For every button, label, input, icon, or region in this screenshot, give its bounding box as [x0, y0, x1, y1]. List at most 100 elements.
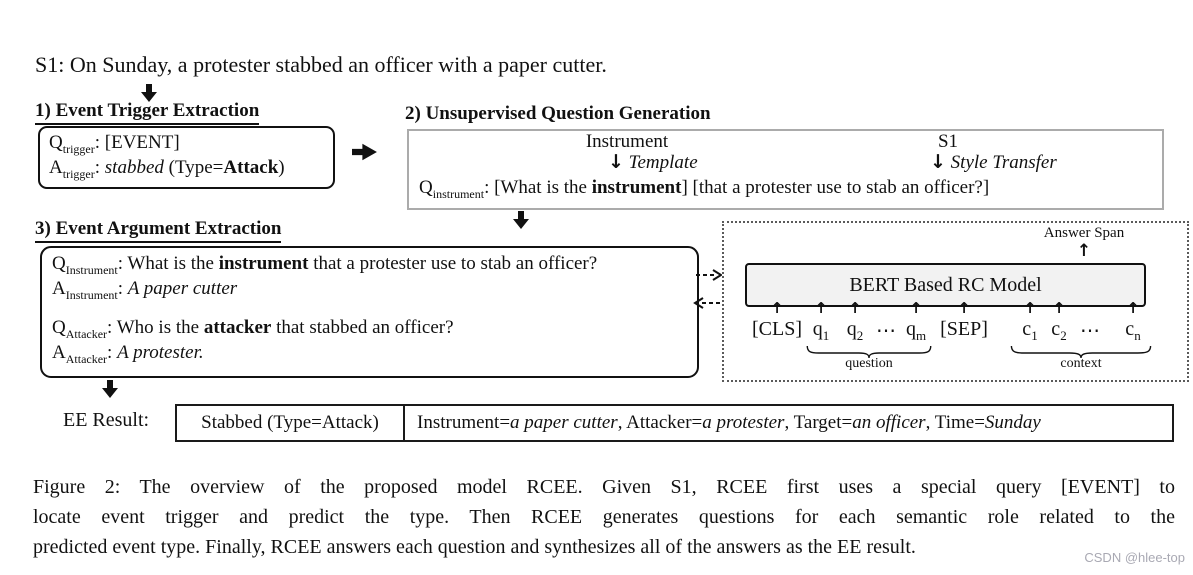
a2-sub: Attacker	[65, 351, 108, 366]
flow-arrow-down-icon	[141, 84, 157, 102]
token-qm: qm	[906, 318, 927, 343]
answer-span-label: Answer Span	[1043, 225, 1125, 241]
instrument-role-label: Instrument	[585, 131, 669, 152]
q-instrument-sub: instrument	[432, 186, 485, 201]
q1-post: that a protester use to stab an officer?	[308, 253, 598, 274]
a-trigger-type-close: )	[278, 157, 285, 178]
token-sub: 1	[822, 328, 830, 343]
ee-result-label: EE Result:	[63, 409, 150, 431]
flow-arrow-down-icon	[102, 380, 118, 398]
a-trigger-type-open: (Type=	[163, 157, 224, 178]
context-brace-label: context	[1060, 356, 1102, 371]
context-underbrace	[1010, 345, 1152, 359]
q2-role: attacker	[203, 317, 272, 338]
step3-heading: 3) Event Argument Extraction	[35, 218, 282, 243]
s1-ref-label: S1	[937, 131, 959, 152]
q-instrument-colon: :	[484, 177, 495, 198]
ee-key-instrument: Instrument=	[417, 412, 511, 433]
question-brace-label: question	[845, 356, 893, 371]
answer-span-arrow-icon: ↑	[1076, 241, 1092, 261]
a2-base: A	[52, 342, 66, 363]
token-text: ⋯	[1080, 320, 1100, 342]
token-text: q	[812, 318, 823, 340]
ee-sep: ,	[925, 412, 935, 433]
a-trigger-answer: stabbed	[104, 157, 164, 178]
a1-sub: Instrument	[65, 287, 118, 302]
step1-heading: 1) Event Trigger Extraction	[35, 100, 260, 125]
token-text: q	[846, 318, 857, 340]
q-trigger-value: : [EVENT]	[94, 132, 180, 153]
q-instrument-base: Q	[419, 177, 433, 198]
a-instrument-line: AInstrument: A paper cutter	[52, 278, 697, 302]
q2-pre: : Who is the	[107, 317, 204, 338]
q-template-part-open: [What is the	[494, 177, 592, 198]
caption-line-3: predicted event type. Finally, RCEE answ…	[33, 536, 916, 558]
token-text: c	[1051, 318, 1061, 340]
caption-line-1: Figure 2: The overview of the proposed m…	[33, 476, 1175, 498]
token-arrow-icon: ↑	[1126, 299, 1140, 317]
token-text: ⋯	[876, 320, 896, 342]
ee-val-instrument: a paper cutter	[510, 412, 618, 433]
token-sub: 1	[1031, 328, 1038, 343]
question-generation-box	[407, 129, 1164, 210]
caption-line-2: locate event trigger and predict the typ…	[33, 506, 1175, 528]
a-trigger-colon: :	[94, 157, 105, 178]
q1-pre: : What is the	[117, 253, 219, 274]
q1-role: instrument	[218, 253, 309, 274]
ee-trigger-cell: Stabbed (Type=Attack)	[177, 406, 405, 440]
token-q1: q1	[812, 318, 830, 343]
template-arrow-icon: ↓	[608, 151, 624, 173]
dashed-arrow-left-icon	[693, 297, 720, 309]
a1-answer: A paper cutter	[127, 278, 238, 299]
token-arrow-icon: ↑	[957, 299, 971, 317]
style-transfer-label: Style Transfer	[950, 152, 1057, 173]
argument-extraction-box: QInstrument: What is the instrument that…	[40, 246, 699, 378]
ee-key-target: Target=	[793, 412, 853, 433]
ee-val-time: Sunday	[984, 412, 1041, 433]
a-trigger-type: Attack	[223, 157, 279, 178]
token-cn: cn	[1125, 318, 1141, 343]
ee-val-target: an officer	[852, 412, 926, 433]
token-q2: q2	[846, 318, 864, 343]
step2-heading: 2) Unsupervised Question Generation	[405, 103, 711, 124]
token-cls: [CLS]	[752, 318, 802, 341]
template-step: ↓ Template	[608, 151, 698, 174]
q1-base: Q	[52, 253, 66, 274]
dashed-arrow-right-icon	[696, 269, 723, 281]
token-arrow-icon: ↑	[814, 299, 828, 317]
token-sub: 2	[856, 328, 864, 343]
token-sub: m	[915, 328, 927, 343]
figure-caption: Figure 2: The overview of the proposed m…	[33, 472, 1175, 562]
token-arrow-icon: ↑	[1023, 299, 1037, 317]
ee-args-text: Instrument=a paper cutter, Attacker=a pr…	[417, 412, 1041, 434]
watermark: CSDN @hlee-top	[1084, 550, 1185, 565]
ee-sep: ,	[784, 412, 794, 433]
q-template-part-close: ]	[681, 177, 688, 198]
token-text: [SEP]	[940, 318, 988, 340]
a-trigger-sub: trigger	[62, 166, 95, 181]
token-sub: n	[1134, 328, 1141, 343]
token-c2: c2	[1051, 318, 1067, 343]
token-c1: c1	[1022, 318, 1038, 343]
q1-sub: Instrument	[65, 262, 118, 277]
flow-arrow-right-icon	[352, 143, 377, 161]
q-style-part: [that a protester use to stab an officer…	[687, 177, 990, 198]
flow-arrow-down-icon	[513, 211, 529, 229]
ee-val-attacker: a protester	[702, 412, 785, 433]
q-attacker-line: QAttacker: Who is the attacker that stab…	[52, 317, 697, 340]
question-underbrace	[806, 345, 932, 359]
style-transfer-arrow-icon: ↓	[930, 151, 946, 173]
ee-result-box: Stabbed (Type=Attack) Instrument=a paper…	[175, 404, 1174, 442]
ee-key-time: Time=	[934, 412, 985, 433]
token-text: c	[1125, 318, 1135, 340]
s1-sentence: S1: On Sunday, a protester stabbed an of…	[35, 52, 607, 77]
a1-base: A	[52, 278, 66, 299]
token-sep: [SEP]	[940, 318, 988, 341]
q2-base: Q	[52, 317, 66, 338]
token-text: c	[1022, 318, 1032, 340]
bert-rc-model-title: BERT Based RC Model	[849, 273, 1042, 296]
token-ellipsis: ⋯	[1080, 318, 1100, 343]
token-sub: 2	[1060, 328, 1067, 343]
a-attacker-line: AAttacker: A protester.	[52, 342, 697, 366]
bert-rc-model-box: BERT Based RC Model	[745, 263, 1146, 307]
